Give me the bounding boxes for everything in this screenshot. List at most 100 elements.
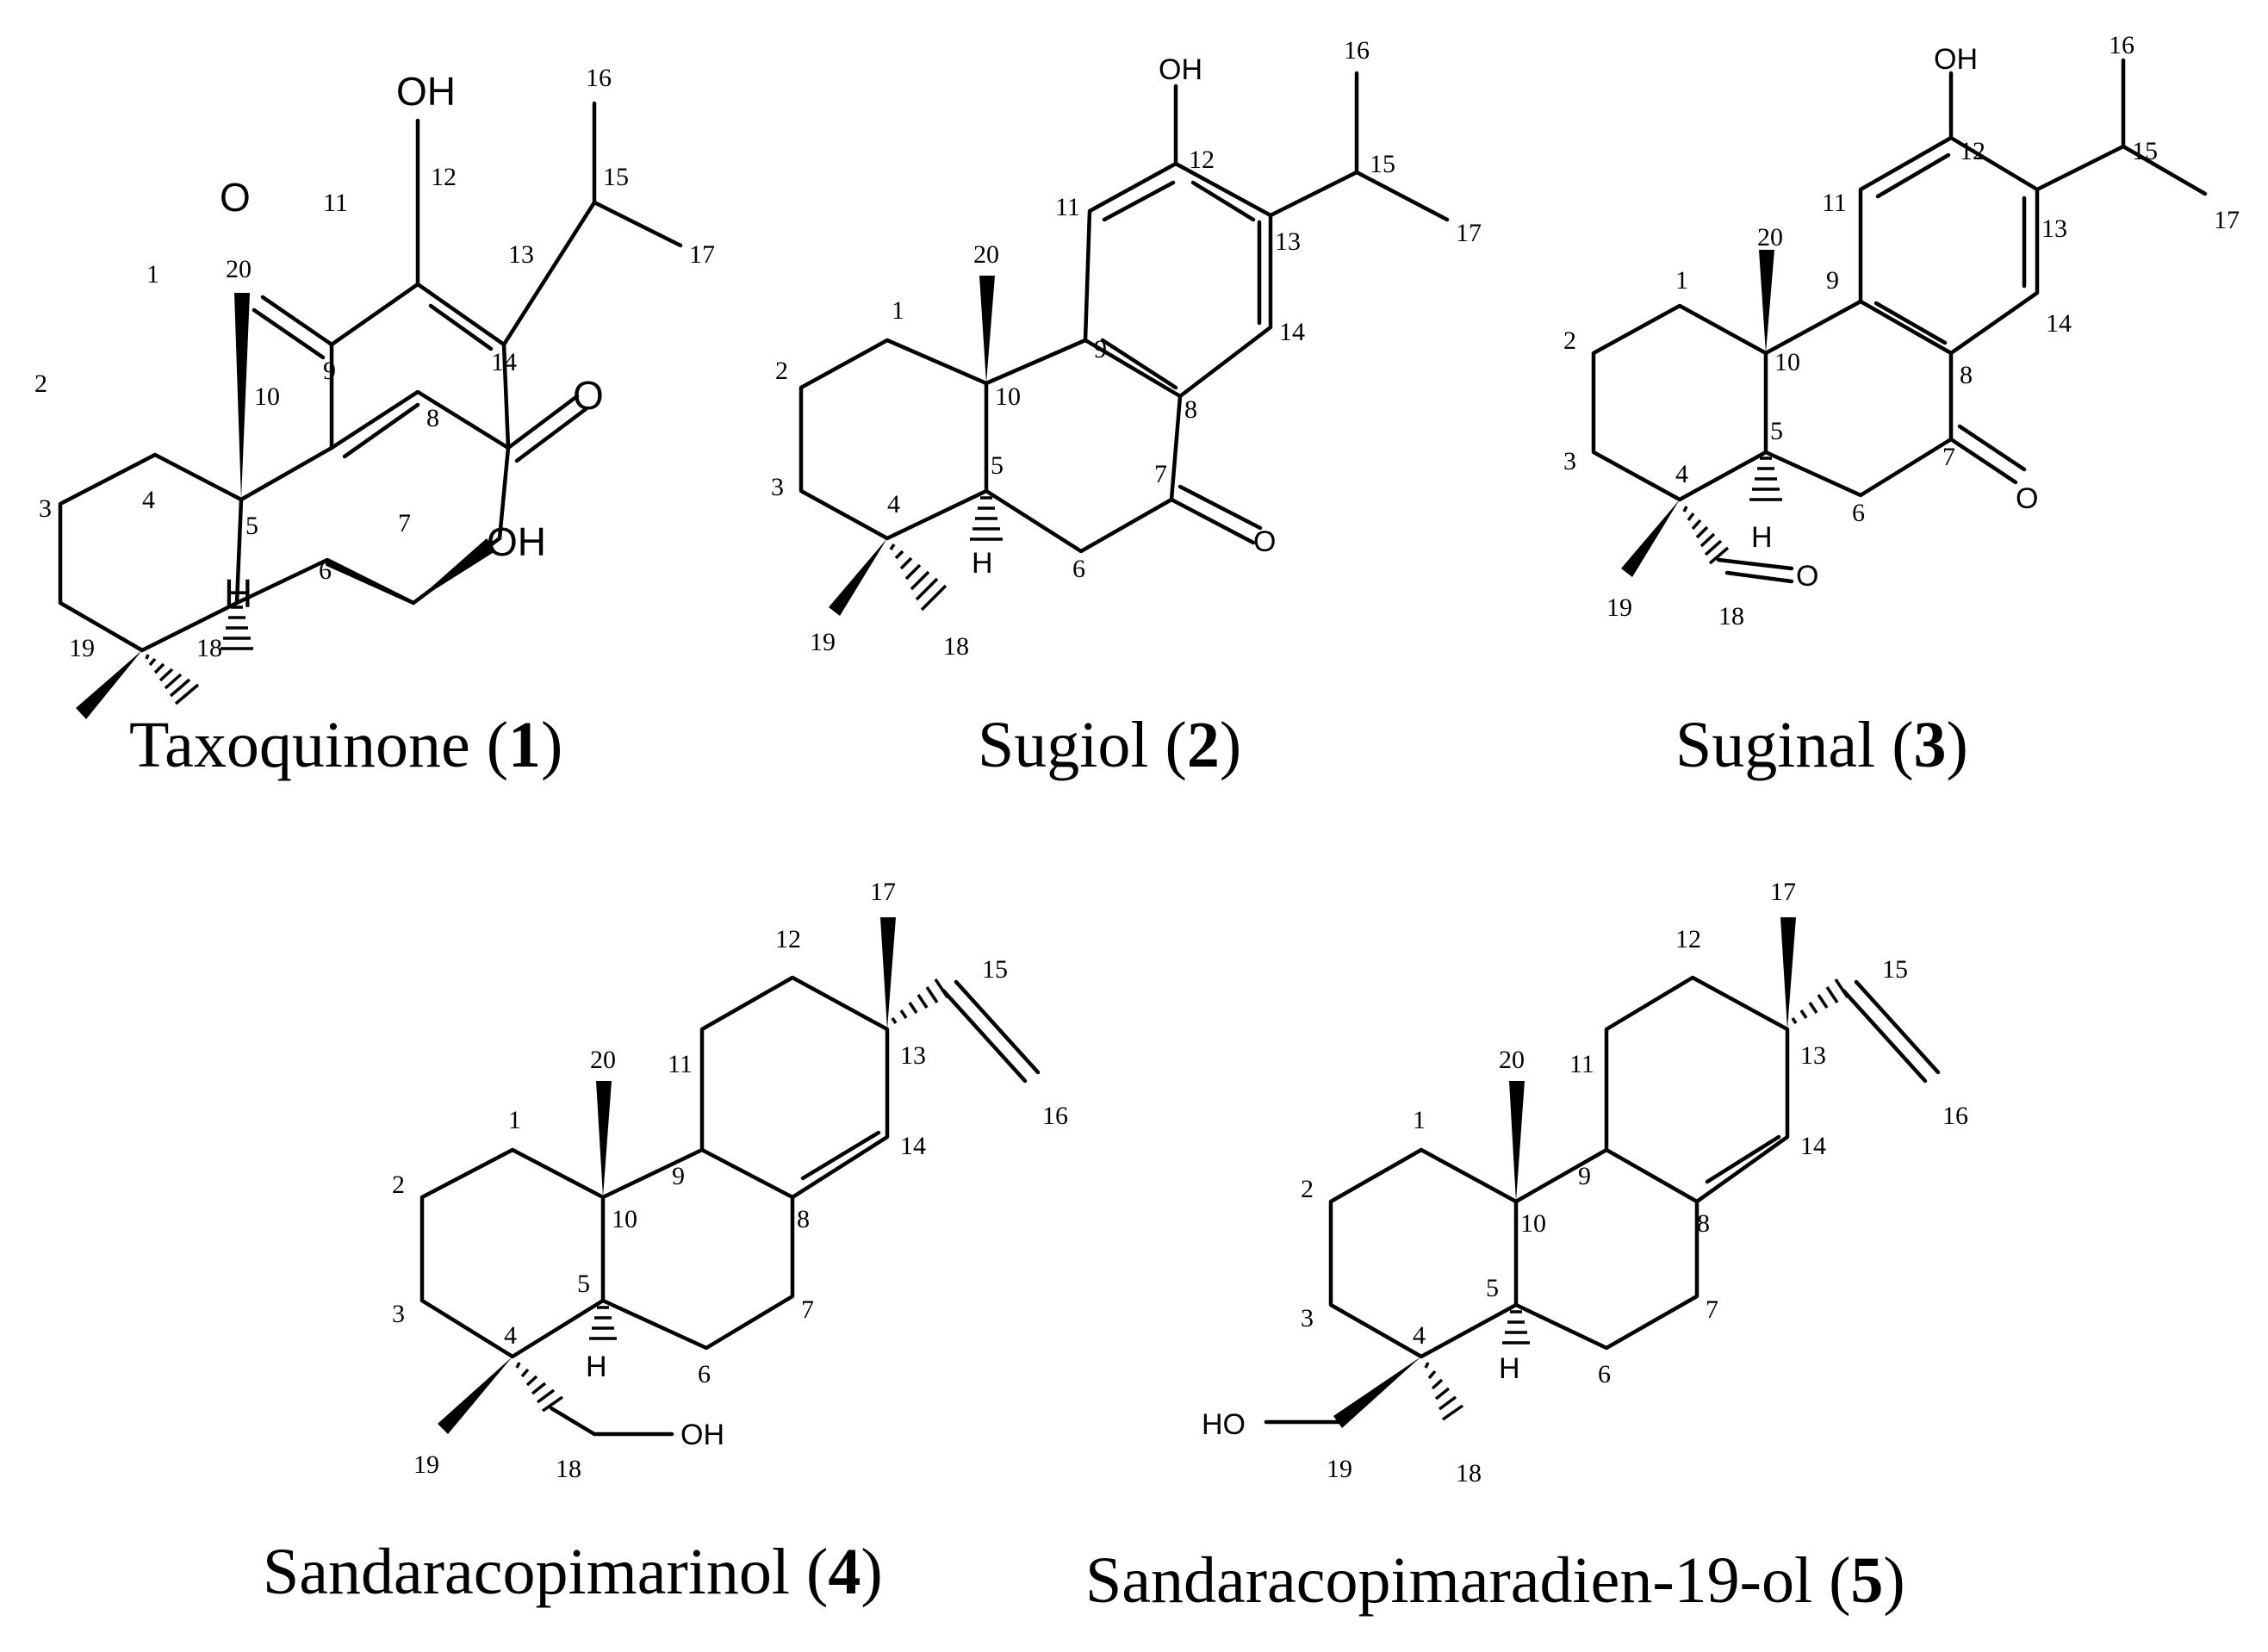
atom-number-label: 8 [426, 404, 439, 432]
h-label-5: H [224, 571, 252, 616]
atom-number-label: 10 [1520, 1209, 1546, 1238]
atom-number-label: 7 [1706, 1295, 1718, 1324]
atom-number-label: 7 [801, 1295, 814, 1324]
atom-number-label: 12 [1960, 137, 1985, 165]
atom-number-label: 4 [504, 1321, 517, 1350]
atom-number-label: 20 [1499, 1046, 1525, 1074]
structure-sandaracopimarinol: OH H 1 2 3 4 5 6 7 8 9 10 11 12 13 14 15… [392, 878, 1068, 1483]
oh-label-18: OH [680, 1419, 724, 1451]
o-label-7: O [1253, 525, 1276, 558]
atom-number-label: 5 [1770, 417, 1783, 445]
atom-number-label: 13 [508, 240, 534, 269]
atom-number-label: 1 [1675, 266, 1688, 295]
atom-number-label: 14 [900, 1132, 926, 1160]
atom-number-label: 16 [1344, 36, 1370, 65]
atom-number-label: 18 [556, 1455, 581, 1483]
h-label-5: H [972, 547, 993, 580]
atom-number-label: 3 [392, 1300, 405, 1328]
caption-sandaracopimarinol: Sandaracopimarinol (4) [263, 1536, 883, 1608]
atom-number-label: 15 [603, 163, 629, 191]
atom-number-label: 7 [398, 509, 411, 537]
atom-number-label: 3 [39, 494, 52, 523]
atom-number-label: 12 [775, 925, 801, 953]
atom-number-label: 16 [2109, 31, 2134, 59]
atom-number-label: 6 [1072, 555, 1085, 583]
o-label-18: O [1796, 560, 1818, 593]
atom-number-label: 9 [672, 1162, 685, 1190]
structure-suginal: OH O O H 1 2 3 4 5 6 7 8 9 10 11 12 13 1… [1563, 31, 2240, 630]
atom-number-label: 6 [319, 556, 332, 585]
atom-number-label: 5 [245, 512, 258, 540]
atom-number-label: 16 [1942, 1102, 1968, 1130]
atom-number-label: 13 [2041, 214, 2067, 243]
atom-number-label: 19 [69, 634, 95, 662]
o-label-7: O [2016, 482, 2038, 515]
caption-suginal: Suginal (3) [1675, 709, 1968, 781]
atom-number-label: 10 [612, 1205, 637, 1233]
atom-number-label: 12 [431, 163, 457, 191]
atom-number-label: 5 [1486, 1274, 1499, 1302]
atom-number-label: 1 [508, 1106, 521, 1134]
atom-number-label: 8 [1184, 395, 1197, 424]
atom-number-label: 14 [1279, 318, 1305, 346]
atom-number-label: 18 [1456, 1459, 1482, 1487]
atom-number-label: 1 [1413, 1106, 1426, 1134]
atom-number-label: 20 [1757, 223, 1783, 252]
atom-number-label: 2 [1301, 1175, 1314, 1203]
atom-number-label: 20 [973, 240, 999, 269]
atom-number-label: 3 [1301, 1304, 1314, 1332]
atom-number-label: 12 [1189, 146, 1215, 174]
atom-number-label: 9 [323, 357, 336, 385]
atom-number-label: 4 [1675, 460, 1688, 488]
atom-number-label: 10 [1774, 348, 1800, 376]
atom-number-label: 8 [797, 1205, 810, 1233]
atom-number-label: 9 [1578, 1162, 1591, 1190]
oh-label-7: OH [487, 519, 546, 564]
structure-sugiol: OH O H 1 2 3 4 5 6 7 8 9 10 11 12 13 14 … [771, 36, 1482, 661]
atom-number-label: 18 [943, 632, 969, 661]
atom-number-label: 11 [323, 189, 348, 217]
atom-number-label: 18 [1718, 602, 1744, 630]
h-label-5: H [1499, 1352, 1520, 1385]
atom-number-label: 4 [142, 486, 155, 514]
atom-number-label: 15 [1370, 150, 1395, 178]
structure-sandaracopimaradien-19-ol: HO H 1 2 3 4 5 6 7 8 9 10 11 12 13 14 15… [1202, 878, 1968, 1487]
atom-number-label: 6 [698, 1360, 711, 1388]
caption-sandaracopimaradien-19-ol: Sandaracopimaradien-19-ol (5) [1085, 1544, 1905, 1617]
oh-label-12: OH [1159, 53, 1202, 86]
atom-number-label: 6 [1598, 1360, 1611, 1388]
oh-label-12: OH [1934, 43, 1978, 76]
o-label-14: O [573, 373, 604, 418]
atom-number-label: 14 [491, 348, 517, 376]
h-label-5: H [586, 1351, 607, 1383]
atom-number-label: 12 [1675, 925, 1701, 953]
atom-number-label: 11 [1569, 1050, 1594, 1078]
caption-sugiol: Sugiol (2) [978, 709, 1241, 781]
o-label-11: O [220, 175, 251, 220]
caption-taxoquinone: Taxoquinone (1) [129, 709, 562, 781]
atom-number-label: 19 [810, 628, 836, 656]
atom-number-label: 17 [2214, 206, 2240, 234]
atom-number-label: 4 [887, 490, 900, 519]
atom-number-label: 15 [982, 955, 1008, 984]
atom-number-label: 10 [995, 382, 1021, 411]
atom-number-label: 16 [1042, 1102, 1068, 1130]
atom-number-label: 2 [1563, 326, 1576, 355]
h-label-5: H [1751, 521, 1773, 554]
atom-number-label: 5 [577, 1270, 590, 1298]
atom-number-label: 15 [1882, 955, 1908, 984]
atom-number-label: 9 [1094, 335, 1107, 363]
atom-number-label: 17 [1770, 878, 1796, 906]
atom-number-label: 1 [892, 296, 904, 325]
atom-number-label: 15 [2132, 137, 2158, 165]
atom-number-label: 19 [1606, 593, 1632, 622]
atom-number-label: 8 [1697, 1209, 1710, 1238]
atom-number-label: 9 [1826, 266, 1839, 295]
atom-number-label: 19 [1327, 1455, 1352, 1483]
atom-number-label: 20 [226, 255, 252, 283]
atom-number-label: 3 [771, 473, 784, 501]
atom-number-label: 4 [1413, 1321, 1426, 1350]
atom-number-label: 2 [392, 1171, 405, 1199]
atom-number-label: 2 [775, 357, 788, 385]
